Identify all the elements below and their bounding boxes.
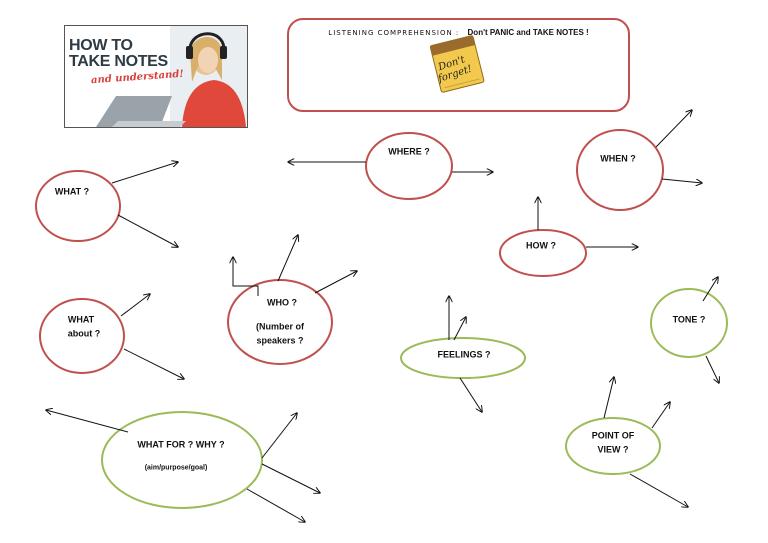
who-arrow-right <box>314 271 357 294</box>
where-bubble <box>365 132 453 200</box>
pov-label-line2: VIEW ? <box>597 444 629 455</box>
how-bubble <box>499 229 587 277</box>
tone-arrow-up <box>702 277 718 302</box>
point-of-view-bubble <box>565 417 661 475</box>
who-arrow-bent <box>233 257 259 296</box>
banner-line2: TAKE NOTES <box>69 53 168 70</box>
tone-label: TONE ? <box>672 314 706 325</box>
pov-arrow-diag <box>651 402 670 429</box>
feelings-bubble <box>400 337 526 379</box>
when-arrow-up <box>655 110 692 148</box>
feelings-arrow-down <box>459 377 482 412</box>
what-about-bubble <box>39 298 125 374</box>
banner-line1: HOW TO <box>69 37 133 54</box>
when-label: WHEN ? <box>600 153 636 164</box>
pov-label-line1: POINT OF <box>591 430 635 441</box>
what-about-arrow-up <box>120 294 150 317</box>
what-label: WHAT ? <box>54 186 90 197</box>
what-bubble <box>35 170 121 242</box>
what-for-label-line2: (aim/purpose/goal) <box>144 464 208 472</box>
where-label: WHERE ? <box>388 146 430 157</box>
what-for-arrow-down <box>246 488 305 522</box>
how-to-take-notes-banner: HOW TO TAKE NOTES and understand! <box>64 25 248 128</box>
when-arrow-right <box>661 178 702 183</box>
title-left: LISTENING COMPREHENSION : <box>328 29 460 37</box>
what-for-arrow-left <box>46 410 129 433</box>
what-for-bubble <box>101 411 263 509</box>
tone-arrow-down <box>705 355 719 383</box>
what-for-arrow-right <box>261 463 320 493</box>
feelings-arrow-diag <box>453 317 466 341</box>
what-arrow-up <box>111 162 178 184</box>
who-label-line1: WHO ? <box>267 297 297 308</box>
what-about-label-line2: about ? <box>67 328 101 339</box>
how-label: HOW ? <box>526 240 556 251</box>
when-bubble <box>576 129 664 211</box>
sticky-note-icon <box>429 35 485 93</box>
who-label-line2: (Number of <box>256 321 304 332</box>
title-right: Don't PANIC and TAKE NOTES ! <box>467 28 589 37</box>
what-arrow-down <box>117 214 178 247</box>
pov-arrow-up <box>603 377 614 419</box>
tone-bubble <box>650 288 728 358</box>
what-for-label-line1: WHAT FOR ? WHY ? <box>137 439 225 450</box>
who-label-line3: speakers ? <box>256 335 304 346</box>
feelings-label: FEELINGS ? <box>437 349 491 360</box>
what-about-label-line1: WHAT <box>67 314 95 325</box>
banner-tagline: and understand! <box>90 68 185 87</box>
what-for-arrow-up <box>261 413 297 459</box>
who-arrow-up <box>277 235 298 282</box>
student-illustration <box>96 26 247 127</box>
who-bubble <box>227 279 333 365</box>
title-box: LISTENING COMPREHENSION : Don't PANIC an… <box>287 18 630 112</box>
arrows <box>46 110 719 522</box>
pov-arrow-down <box>629 473 688 507</box>
title-text: LISTENING COMPREHENSION : Don't PANIC an… <box>289 28 628 37</box>
what-about-arrow-down <box>123 348 184 379</box>
